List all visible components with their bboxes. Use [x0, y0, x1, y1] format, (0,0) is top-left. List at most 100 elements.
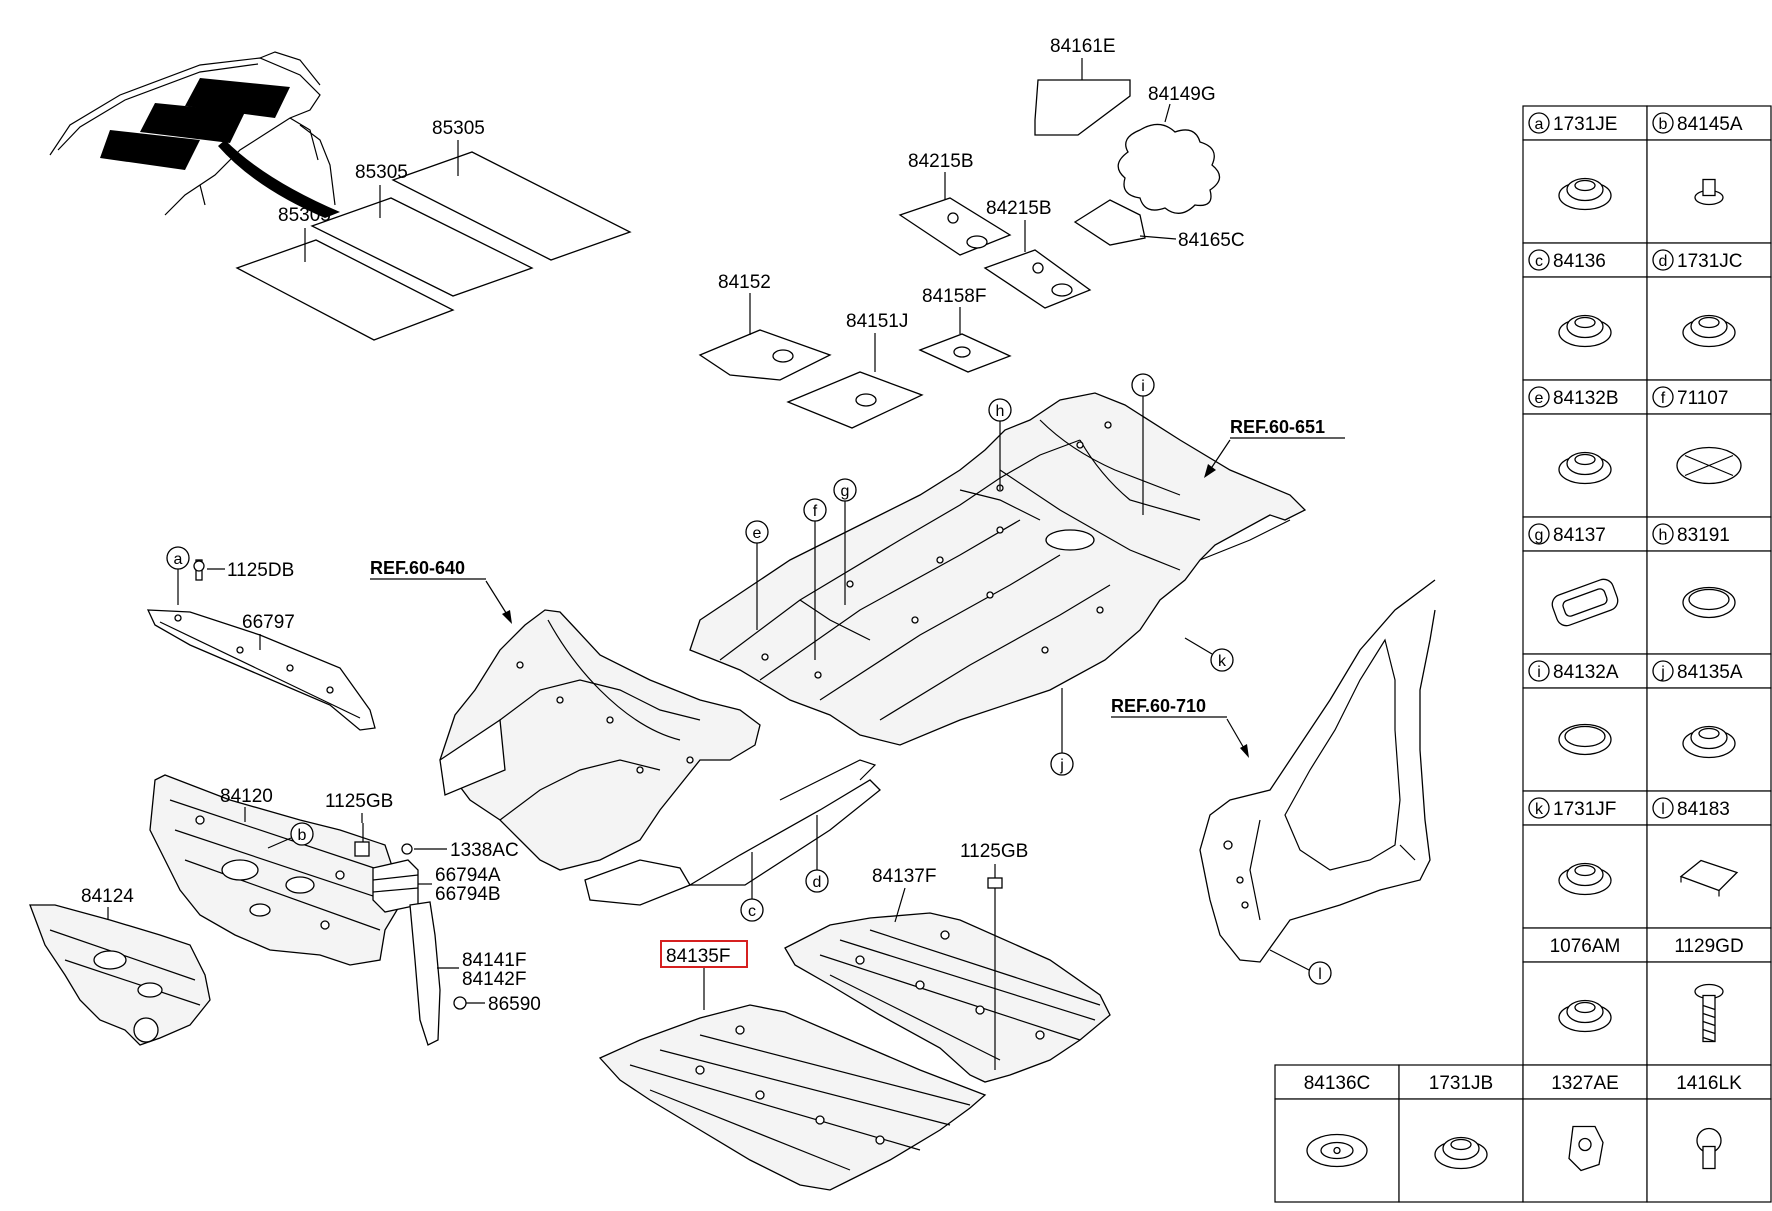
legend-code: 84183 — [1677, 799, 1730, 820]
legend-letter-text: k — [1535, 801, 1544, 818]
fastener-1731JB-icon — [1434, 1136, 1488, 1170]
fastener-84136C-icon — [1306, 1133, 1368, 1168]
legend-letter-text: a — [1535, 116, 1544, 133]
label-85305-left: 85305 — [278, 205, 331, 226]
label-84137F: 84137F — [872, 866, 936, 887]
legend-letter-a — [1528, 112, 1550, 134]
callout-d: d — [813, 874, 822, 891]
roof-pads — [235, 140, 632, 341]
legend-letter-text: h — [1659, 527, 1668, 544]
legend-letter-g — [1528, 523, 1550, 545]
front-structure — [439, 609, 881, 906]
callout-i: i — [1141, 378, 1145, 395]
legend-cell-h: h 83191 — [1646, 516, 1772, 655]
label-84158F: 84158F — [922, 286, 986, 307]
label-84135F: 84135F — [666, 946, 730, 967]
label-84120: 84120 — [220, 786, 273, 807]
legend-cell-1129GD: 1129GD — [1646, 927, 1772, 1066]
label-85305-right: 85305 — [432, 118, 485, 139]
legend-letter-text: d — [1659, 253, 1668, 270]
side-body-frame — [1199, 579, 1436, 963]
legend-code: 83191 — [1677, 525, 1730, 546]
callout-b: b — [298, 827, 307, 844]
callout-f: f — [813, 503, 818, 520]
front-floor-mat — [598, 1004, 987, 1191]
label-84165C: 84165C — [1178, 230, 1245, 251]
fastener-84132A-icon — [1558, 723, 1612, 756]
roof-bow-strip-1 — [100, 130, 200, 170]
rear-floor-mat — [784, 912, 1111, 1083]
label-86590: 86590 — [488, 994, 541, 1015]
label-85305-middle: 85305 — [355, 162, 408, 183]
legend-letter-text: l — [1661, 801, 1665, 818]
label-1338AC: 1338AC — [450, 840, 519, 861]
fastener-84132B-icon — [1558, 451, 1612, 485]
legend-code: 1731JB — [1429, 1073, 1493, 1094]
ref-60-710: REF.60-710 — [1111, 696, 1206, 716]
fastener-1731JF-icon — [1558, 862, 1612, 896]
roof-bow-strip-3 — [185, 78, 290, 118]
label-84161E: 84161E — [1050, 36, 1116, 57]
label-84142F: 84142F — [462, 969, 526, 990]
fastener-1076AM-icon — [1558, 999, 1612, 1033]
fastener-1731JC-icon — [1682, 314, 1736, 348]
legend-letter-text: b — [1659, 116, 1668, 133]
fastener-84135A-icon — [1682, 725, 1736, 759]
label-84151J: 84151J — [846, 311, 908, 332]
legend-cell-84136C: 84136C — [1274, 1064, 1400, 1203]
ref-60-640: REF.60-640 — [370, 558, 465, 578]
center-callouts: e f g h i j k — [745, 373, 1234, 776]
legend-cell-l: l 84183 — [1646, 790, 1772, 929]
label-66794B: 66794B — [435, 884, 501, 905]
cowl-bar — [146, 559, 376, 731]
callout-j: j — [1059, 757, 1064, 774]
legend-letter-text: f — [1661, 390, 1666, 407]
label-84149G: 84149G — [1148, 84, 1216, 105]
highlight-box-84135F — [660, 940, 748, 968]
label-66797: 66797 — [242, 612, 295, 633]
callout-k: k — [1218, 653, 1227, 670]
legend-letter-c — [1528, 249, 1550, 271]
legend-code: 84135A — [1677, 662, 1743, 683]
dash-insulator — [29, 904, 211, 1046]
label-84152: 84152 — [718, 272, 771, 293]
legend-cell-1076AM: 1076AM — [1522, 927, 1648, 1066]
legend-code: 84132A — [1553, 662, 1619, 683]
legend-code: 84132B — [1553, 388, 1619, 409]
label-84215B-left: 84215B — [908, 151, 974, 172]
legend-code: 1327AE — [1551, 1073, 1619, 1094]
legend-letter-f — [1652, 386, 1674, 408]
callout-h: h — [996, 403, 1005, 420]
legend-code: 1731JC — [1677, 251, 1743, 272]
legend-code: 1129GD — [1674, 936, 1743, 957]
legend-code: 1731JF — [1553, 799, 1616, 820]
legend-cell-d: d 1731JC — [1646, 242, 1772, 381]
label-1125GB-floor: 1125GB — [960, 841, 1028, 862]
roof-swoosh — [218, 140, 340, 218]
legend-code: 84145A — [1677, 114, 1743, 135]
callout-g: g — [841, 483, 850, 500]
floor-pads: 84161E 84149G 84215B 84215B 84165C 84152… — [698, 36, 1245, 429]
legend-cell-1731JB: 1731JB — [1398, 1064, 1524, 1203]
callout-e: e — [753, 525, 762, 542]
callout-l: l — [1318, 966, 1322, 983]
callout-c: c — [748, 903, 756, 920]
fastener-84183-icon — [1679, 859, 1739, 897]
legend-letter-e — [1528, 386, 1550, 408]
roof-bow-strip-2 — [140, 103, 245, 143]
legend-letter-l — [1652, 797, 1674, 819]
label-1125DB: 1125DB — [227, 560, 294, 581]
dash-panel — [149, 774, 401, 966]
fastener-84136-icon — [1558, 314, 1612, 348]
label-84141F: 84141F — [462, 950, 526, 971]
